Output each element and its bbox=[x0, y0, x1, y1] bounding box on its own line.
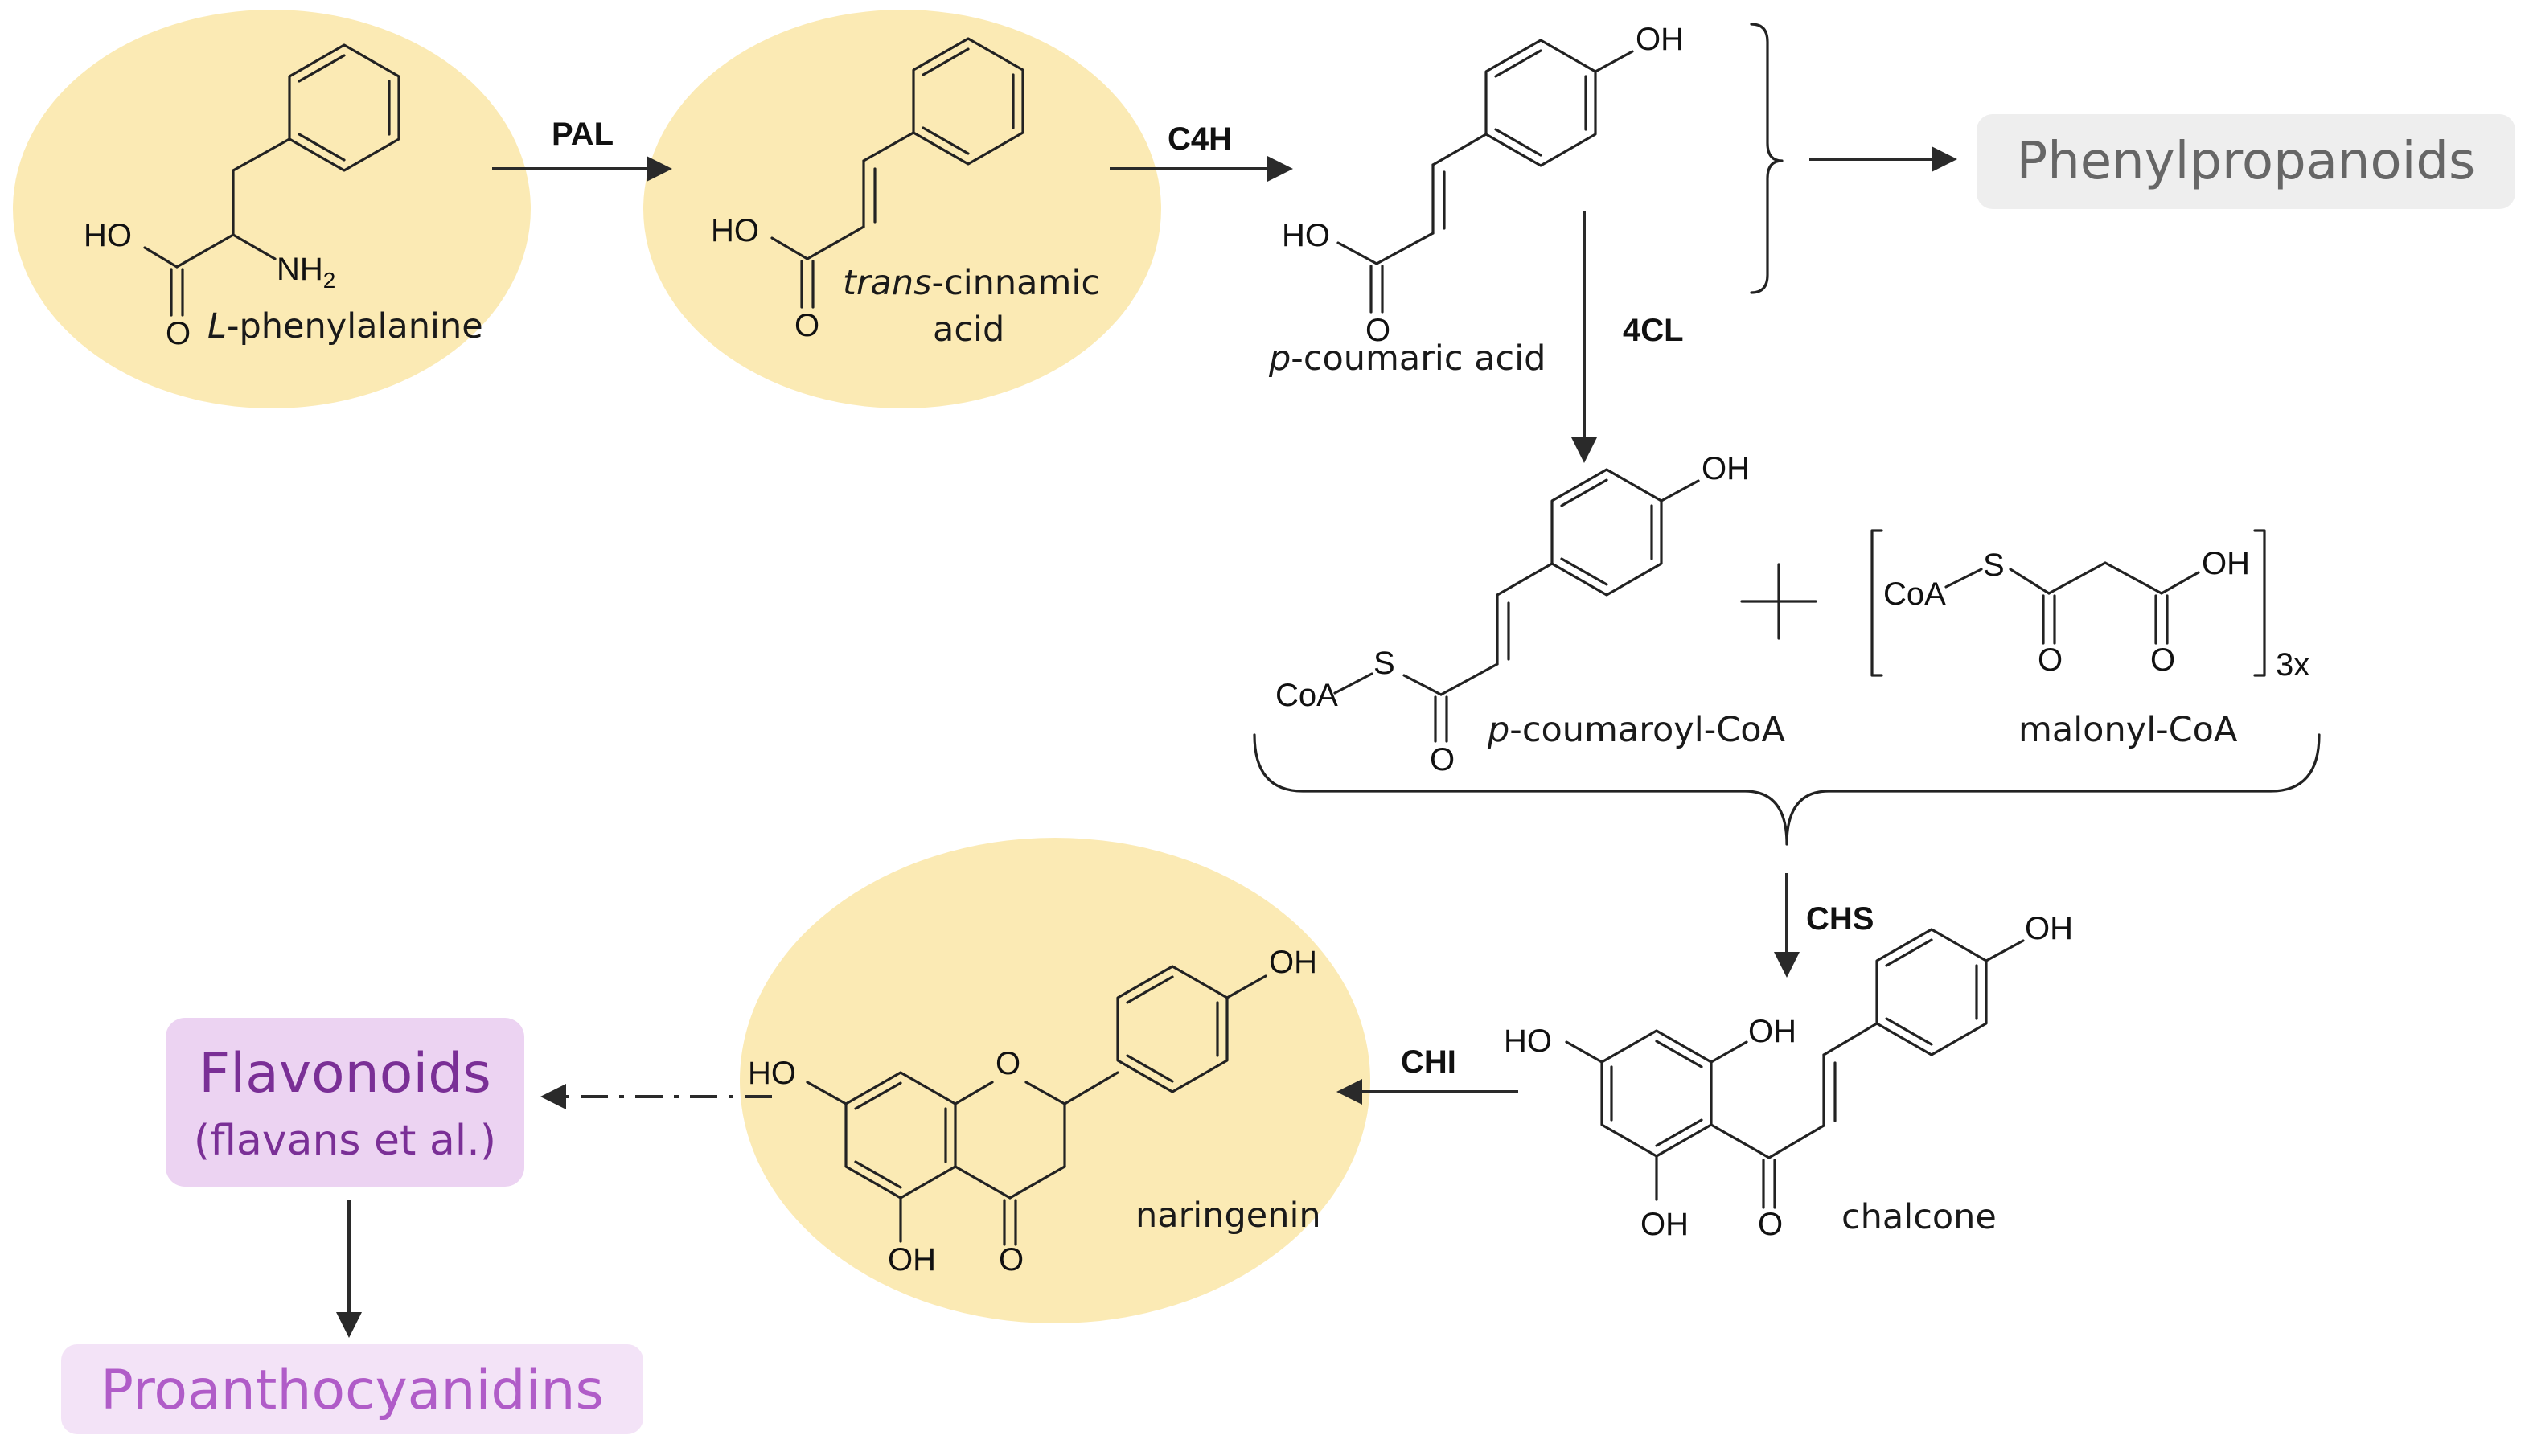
atom-oh: OH bbox=[2202, 546, 2250, 581]
atom-ho: HO bbox=[84, 218, 132, 253]
atom-ho: HO bbox=[711, 213, 759, 248]
atom-s: S bbox=[1983, 548, 2005, 583]
compound-label-naringenin: naringenin bbox=[1135, 1196, 1321, 1236]
enzyme-chi: CHI bbox=[1401, 1044, 1456, 1080]
compound-label-chalcone: chalcone bbox=[1841, 1197, 1997, 1237]
enzyme-4cl: 4CL bbox=[1623, 313, 1684, 348]
atom-ho: HO bbox=[1504, 1023, 1552, 1059]
phenylpropanoids-bracket bbox=[1750, 23, 1784, 294]
atom-o: O bbox=[2150, 642, 2175, 678]
phenylpropanoids-box bbox=[1977, 114, 2515, 209]
atom-oh: OH bbox=[1702, 451, 1750, 486]
malonyl-multiplier: 3x bbox=[2276, 647, 2309, 683]
atom-o: O bbox=[999, 1242, 1024, 1278]
phenylalanine-highlight bbox=[13, 10, 531, 408]
compound-label-coumaric-acid: p-coumaric acid bbox=[1268, 338, 1546, 379]
cinnamic-acid-highlight bbox=[643, 10, 1161, 408]
compound-label-cinnamic-acid-line2: acid bbox=[933, 310, 1004, 350]
atom-o: O bbox=[1758, 1207, 1783, 1242]
atom-ho: HO bbox=[1282, 218, 1330, 253]
compound-label-phenylalanine: L-phenylalanine bbox=[207, 306, 483, 347]
phenylalanine-structure: HO NH2 O bbox=[84, 43, 400, 351]
atom-ho: HO bbox=[748, 1056, 796, 1091]
proanthocyanidins-box bbox=[61, 1344, 643, 1434]
atom-oh: OH bbox=[1269, 945, 1317, 980]
atom-oh: OH bbox=[1748, 1014, 1796, 1049]
compound-label-malonyl-coa: malonyl-CoA bbox=[2018, 710, 2238, 750]
enzyme-pal: PAL bbox=[552, 117, 614, 152]
plus-sign bbox=[1740, 563, 1817, 640]
compound-label-cinnamic-acid: trans-cinnamic bbox=[843, 263, 1100, 303]
flavonoids-box bbox=[166, 1018, 524, 1187]
product-proanthocyanidins: Proanthocyanidins bbox=[101, 1359, 604, 1422]
atom-oh: OH bbox=[1636, 22, 1684, 57]
atom-coa: CoA bbox=[1275, 678, 1338, 713]
product-phenylpropanoids: Phenylpropanoids bbox=[2017, 132, 2476, 191]
atom-oh: OH bbox=[888, 1242, 936, 1278]
atom-s: S bbox=[1373, 646, 1395, 681]
enzyme-chs: CHS bbox=[1806, 901, 1874, 937]
atom-o: O bbox=[166, 316, 191, 351]
atom-oh: OH bbox=[2025, 911, 2073, 946]
naringenin-highlight bbox=[740, 838, 1370, 1323]
product-flavonoids: Flavonoids bbox=[199, 1042, 491, 1105]
coumaric-acid-structure: OH HO O bbox=[1282, 22, 1684, 348]
atom-o: O bbox=[996, 1046, 1020, 1081]
atom-o: O bbox=[794, 308, 819, 343]
coumaroyl-coa-structure: OH S CoA O bbox=[1275, 451, 1750, 777]
product-flavonoids-subtitle: (flavans et al.) bbox=[194, 1117, 496, 1165]
cinnamic-acid-structure: HO O bbox=[711, 37, 1024, 343]
substrates-brace bbox=[1253, 733, 2321, 846]
chalcone-structure: OH OH HO OH O bbox=[1504, 911, 2073, 1242]
compound-label-coumaroyl-coa: p-coumaroyl-CoA bbox=[1487, 710, 1786, 750]
atom-o: O bbox=[2038, 642, 2063, 678]
atom-oh: OH bbox=[1640, 1207, 1689, 1242]
malonyl-coa-structure: CoA S OH O O bbox=[1870, 529, 2266, 678]
enzyme-c4h: C4H bbox=[1168, 121, 1232, 157]
atom-o: O bbox=[1365, 313, 1390, 348]
atom-coa: CoA bbox=[1883, 576, 1946, 612]
atom-o: O bbox=[1430, 742, 1455, 777]
naringenin-structure: O OH HO OH O bbox=[748, 945, 1317, 1278]
atom-nh2: NH2 bbox=[277, 252, 335, 293]
